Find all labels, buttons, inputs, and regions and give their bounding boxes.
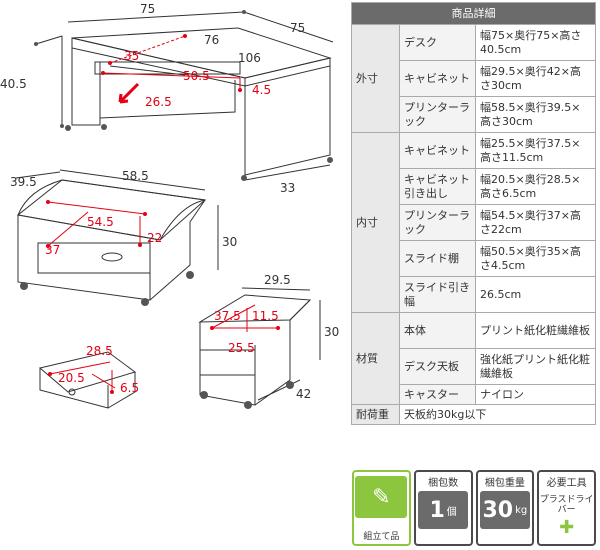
material-body-name: 本体 [399, 312, 476, 349]
inner-rack-name: プリンターラック [399, 204, 476, 241]
material-caster-name: キャスター [399, 384, 476, 405]
material-label: 材質 [351, 312, 400, 405]
inner-rack-value: 幅54.5×奥行37×高さ22cm [475, 204, 596, 241]
inner-cabinet-name: キャビネット [399, 132, 476, 169]
desk-width-label: 75 [140, 2, 155, 16]
inner-slide-value: 幅50.5×奥行35×高さ4.5cm [475, 240, 596, 277]
cabinet-depth-label: 42 [296, 387, 311, 401]
inner-slide-name: スライド棚 [399, 240, 476, 277]
rack-width-label: 58.5 [122, 169, 149, 183]
load-label: 耐荷重 [351, 404, 400, 425]
cabinet-height-label: 30 [324, 325, 339, 339]
package-weight-number: 30 [482, 497, 514, 523]
outer-rack-value: 幅58.5×奥行39.5×高さ30cm [475, 96, 596, 133]
package-weight-title: 梱包重量 [484, 478, 525, 489]
required-tools-badge: 必要工具 プラスドライバー ✚ [537, 470, 596, 546]
slide-height-label: 4.5 [252, 83, 271, 97]
package-count-unit: 個 [446, 506, 457, 518]
rack-height-label: 30 [222, 235, 237, 249]
required-tools-text: プラスドライバー [539, 495, 594, 515]
desk-76-label: 76 [204, 33, 219, 47]
load-value: 天板約30kg以下 [399, 404, 596, 425]
material-top-value: 強化紙プリント紙化粧繊維板 [475, 348, 596, 385]
inner-cabinet-value: 幅25.5×奥行37.5×高さ11.5cm [475, 132, 596, 169]
material-top-name: デスク天板 [399, 348, 476, 385]
screwdriver-icon: ✚ [559, 517, 575, 538]
package-count-title: 梱包数 [428, 478, 459, 489]
desk-depth-label: 75 [290, 21, 305, 35]
material-body-value: プリント紙化粧繊維板 [475, 312, 596, 349]
tools-icon: ✎ [355, 476, 408, 518]
slide-pull-label: 26.5 [145, 95, 172, 109]
inner-size-label: 内寸 [351, 132, 400, 313]
desk-height-label: 40.5 [0, 77, 27, 91]
slide-shelf-width-label: 50.5 [183, 69, 210, 83]
outer-desk-value: 幅75×奥行75×高さ40.5cm [475, 24, 596, 61]
desk-106-label: 106 [238, 51, 261, 65]
assembly-caption: 組立て品 [363, 532, 400, 542]
furniture-dimension-diagram: 75 75 76 106 40.5 33 35 50.5 26.5 4.5 39… [0, 2, 339, 409]
required-tools-title: 必要工具 [546, 478, 587, 489]
rack-inner-height-label: 22 [147, 231, 162, 245]
cabinet-inner-depth-label: 37.5 [214, 309, 241, 323]
desk-33-label: 33 [280, 181, 295, 195]
cabinet-inner-width-label: 25.5 [228, 341, 255, 355]
cabinet-width-label: 29.5 [264, 273, 291, 287]
spec-table: 商品詳細 外寸 デスク 幅75×奥行75×高さ40.5cm キャビネット 幅29… [351, 2, 596, 425]
drawer-width-label: 20.5 [58, 371, 85, 385]
outer-cabinet-name: キャビネット [399, 60, 476, 97]
cabinet-inner-height-label: 11.5 [252, 309, 279, 323]
outer-rack-name: プリンターラック [399, 96, 476, 133]
outer-desk-name: デスク [399, 24, 476, 61]
rack-inner-depth-label: 37 [45, 243, 60, 257]
spec-title: 商品詳細 [351, 2, 596, 25]
outer-size-label: 外寸 [351, 24, 400, 133]
inner-drawer-name: キャビネット引き出し [399, 168, 476, 205]
material-caster-value: ナイロン [475, 384, 596, 405]
desk-35-label: 35 [124, 49, 139, 63]
drawer-depth-label: 28.5 [86, 344, 113, 358]
drawer-height-label: 6.5 [120, 381, 139, 395]
package-weight-unit: kg [515, 504, 528, 516]
outer-cabinet-value: 幅29.5×奥行42×高さ30cm [475, 60, 596, 97]
inner-drawer-value: 幅20.5×奥行28.5×高さ6.5cm [475, 168, 596, 205]
inner-slide-pull-name: スライド引き幅 [399, 276, 476, 313]
rack-depth-label: 39.5 [10, 175, 37, 189]
package-count-number: 1 [429, 497, 445, 523]
rack-inner-width-label: 54.5 [87, 215, 114, 229]
assembly-badge: ✎ 組立て品 [352, 470, 411, 546]
inner-slide-pull-value: 26.5cm [475, 276, 596, 313]
